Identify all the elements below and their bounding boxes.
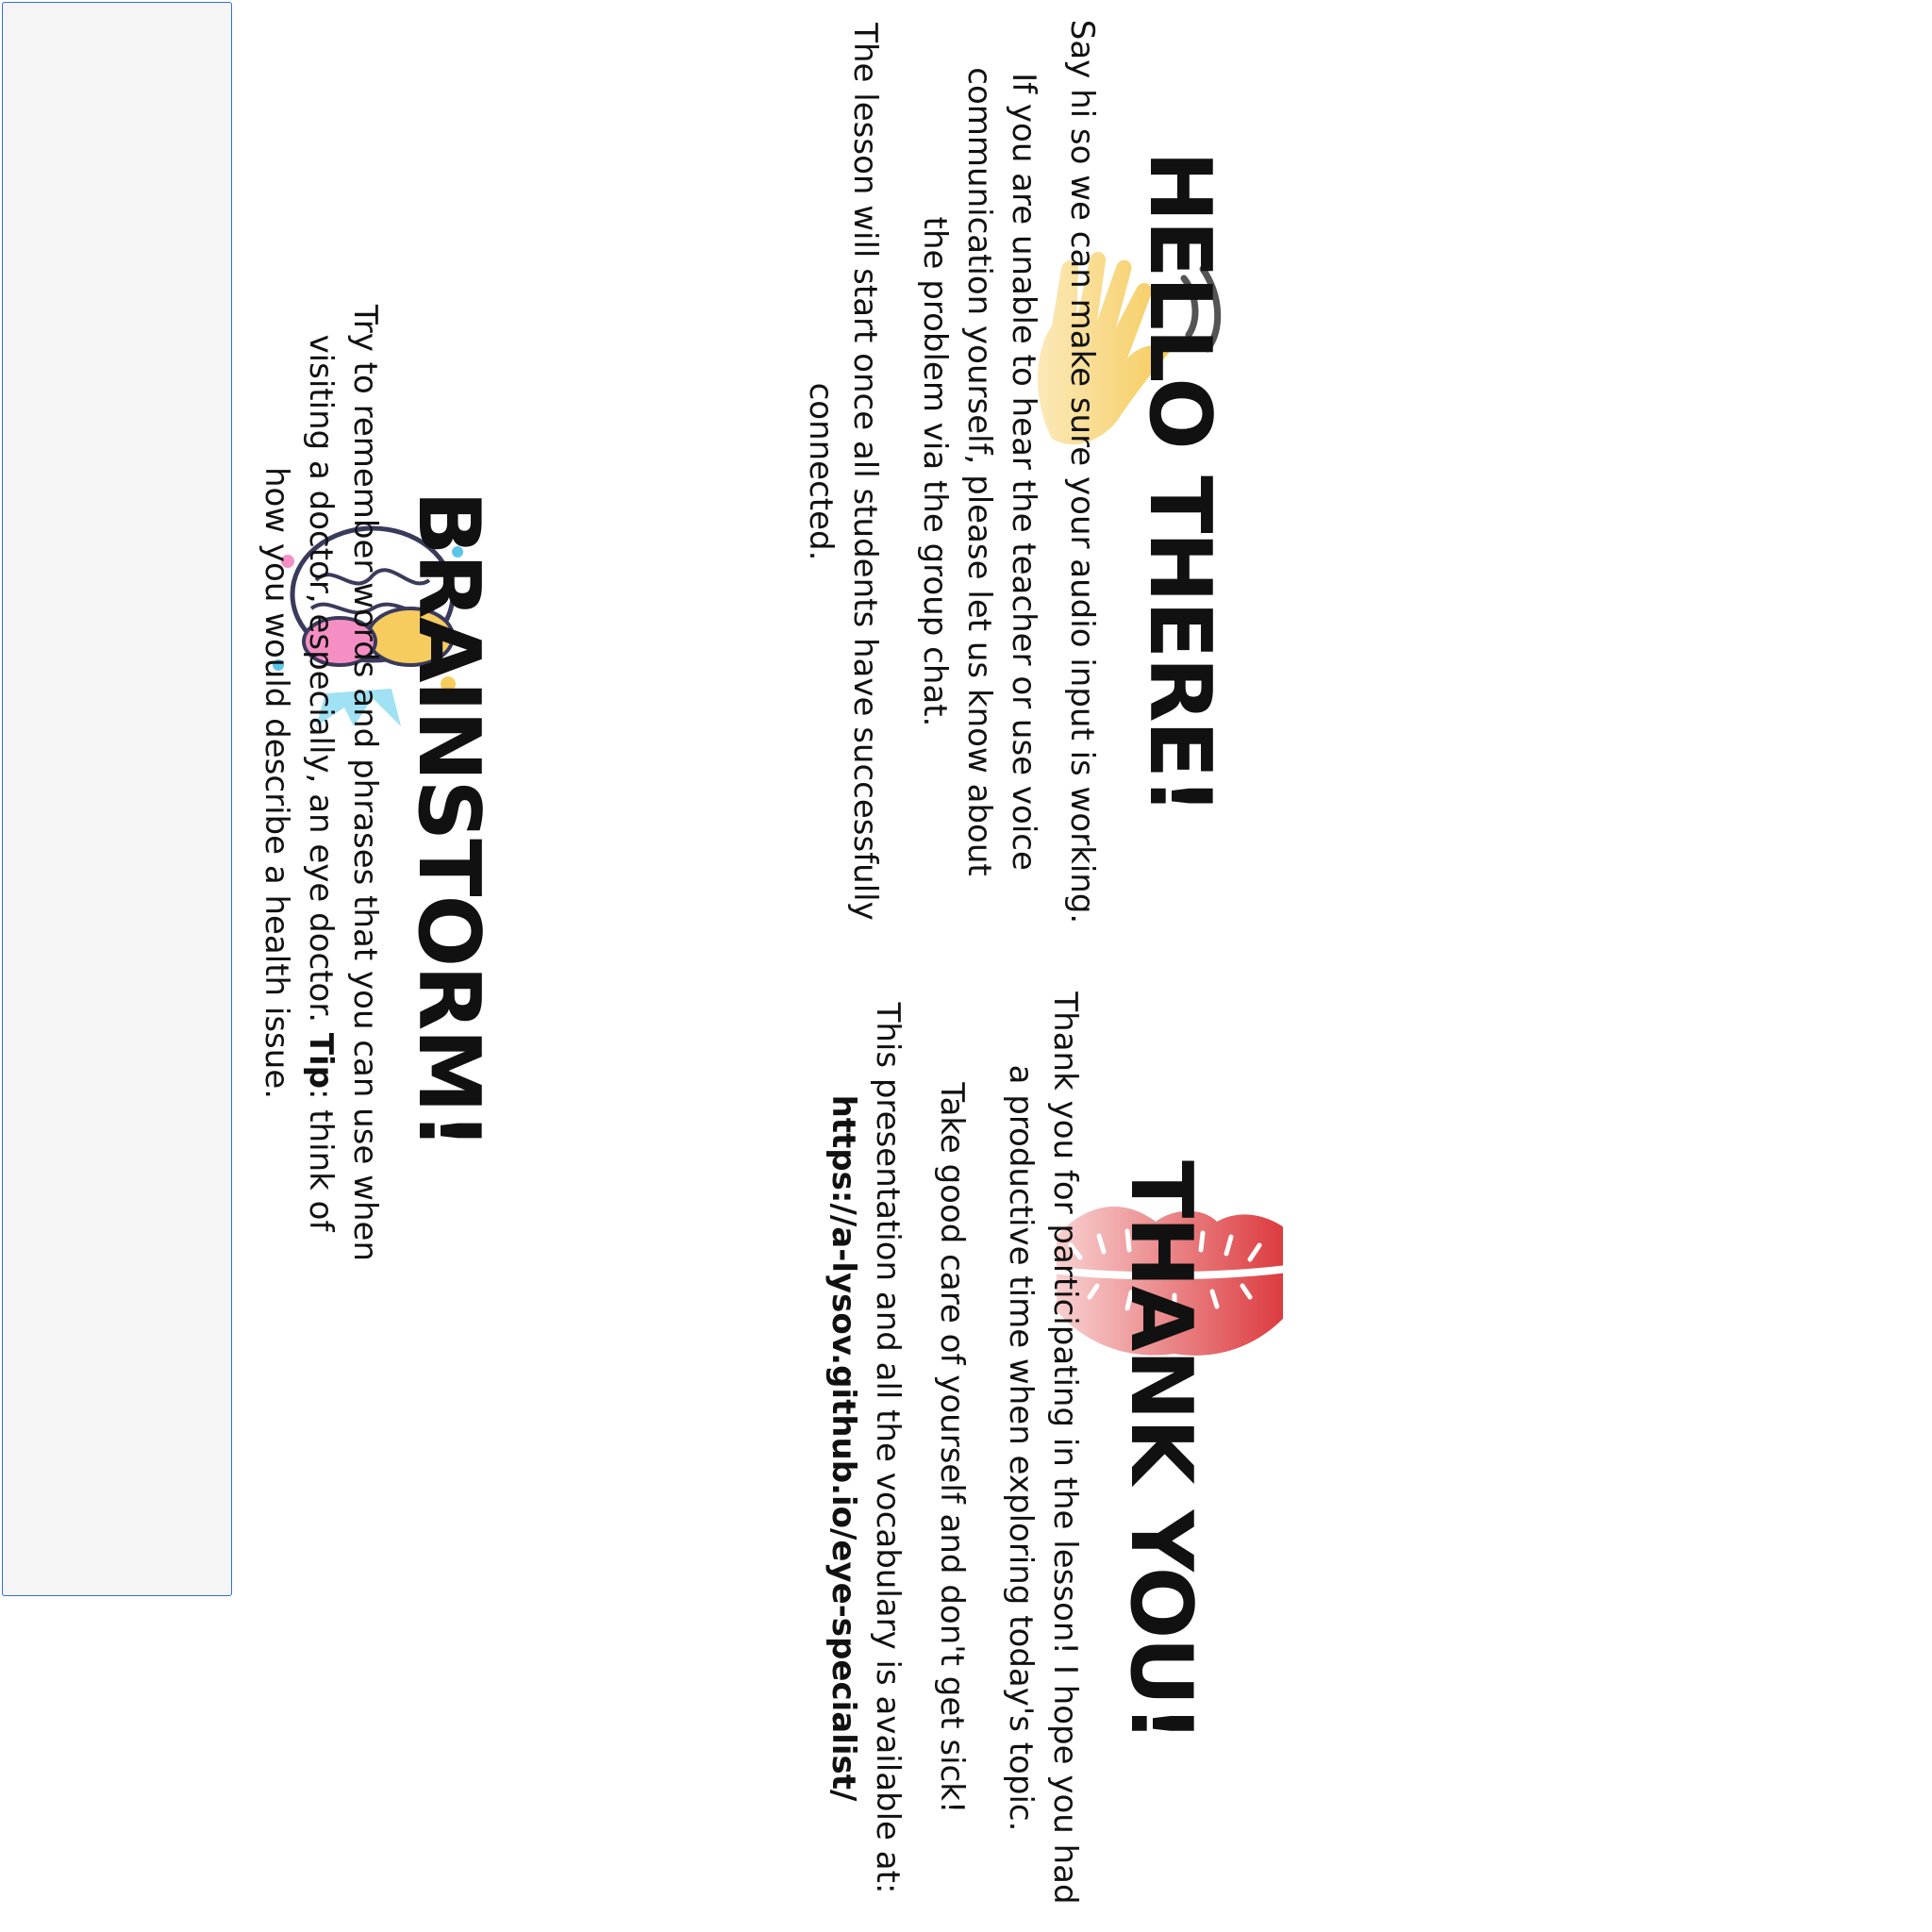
waving-hand-icon	[1038, 251, 1222, 445]
slide-title: THANK YOU!	[1111, 1160, 1210, 1741]
slide-hello: HELLO THERE! Say hi so we can make sure …	[736, 0, 1340, 962]
availability-text: This presentation and all the vocabulary…	[821, 981, 909, 1915]
presentation-link[interactable]: https://a-lysov.github.io/eye-specialist…	[824, 1094, 862, 1802]
slide-title: BRAINSTORM!	[399, 491, 498, 1148]
side-panel[interactable]	[2, 2, 232, 1596]
thanks-text: Thank you for participating in the lesso…	[1002, 991, 1084, 1905]
availability-label: This presentation and all the vocabulary…	[869, 1002, 907, 1894]
kiss-lips-icon	[1057, 1207, 1283, 1356]
brainstorm-instructions: Try to remember words and phrases that y…	[254, 302, 387, 1264]
help-text: If you are unable to hear the teacher or…	[916, 67, 1042, 876]
tip-label: Tip	[302, 1032, 340, 1090]
take-care-text: Take good care of yourself and don't get…	[933, 1082, 971, 1814]
slide-brainstorm: BRAINSTORM! Try to remember words and ph…	[236, 302, 509, 1264]
brain-icon	[273, 525, 463, 726]
audio-check-text: Say hi so we can make sure your audio in…	[1063, 19, 1101, 924]
lesson-start-text: The lesson will start once all students …	[802, 23, 884, 921]
slide-title: HELLO THERE!	[1130, 151, 1229, 814]
slide-thanks: THANK YOU! Thank you for participating i…	[717, 981, 1321, 1915]
